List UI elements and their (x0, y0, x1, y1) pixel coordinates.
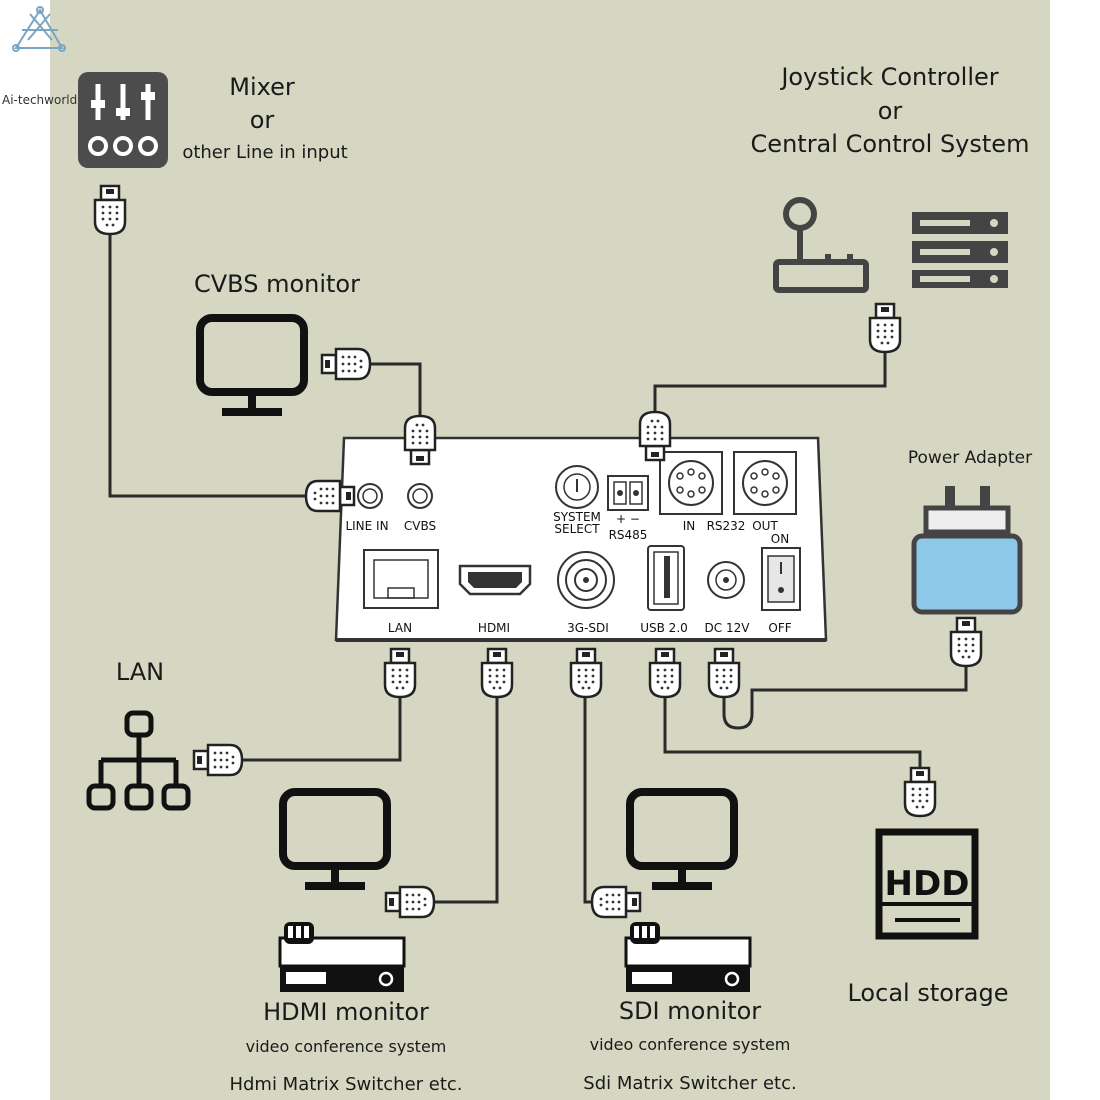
hdd-text: HDD (885, 864, 970, 904)
power-off-label: OFF (768, 621, 791, 635)
hdmi-monitor-subtitle: video conference system (246, 1037, 447, 1056)
lan-port (363, 549, 439, 609)
plug-joystick (868, 302, 902, 354)
power-on-label: ON (771, 532, 789, 546)
system-select-label-1: SYSTEM (553, 510, 601, 524)
hdmi-recorder-icon (278, 920, 406, 994)
plug-mixer (93, 184, 127, 236)
plug-hdd (903, 766, 937, 818)
watermark-logo (12, 6, 66, 52)
network-topology-icon (86, 710, 191, 811)
plug-cvbs-monitor (320, 347, 372, 381)
mixer-or: or (250, 106, 275, 134)
rs485-label: RS485 (609, 528, 648, 542)
line-in-jack (357, 483, 383, 509)
usb-port-label: USB 2.0 (640, 621, 688, 635)
rs232-in-label: IN (683, 519, 696, 533)
usb-port (647, 545, 685, 611)
server-rack-icon (912, 212, 1008, 288)
power-switch (761, 547, 801, 611)
rs232-out-port (733, 451, 797, 515)
lan-title: LAN (116, 658, 164, 686)
dc-port-label: DC 12V (705, 621, 751, 635)
plug-hdmi (480, 647, 514, 699)
cvbs-label: CVBS (404, 519, 436, 533)
hdd-icon (875, 828, 979, 940)
local-storage-title: Local storage (847, 979, 1008, 1007)
sdi-bnc-port (557, 551, 615, 609)
cvbs-jack (407, 483, 433, 509)
hdmi-port (458, 564, 532, 596)
joystick-title: Joystick Controller (779, 63, 998, 91)
watermark-text: Ai-techworld (2, 93, 77, 107)
cvbs-monitor-icon (200, 318, 304, 412)
system-select-label-2: SELECT (554, 522, 600, 536)
sdi-matrix-label: Sdi Matrix Switcher etc. (583, 1073, 796, 1094)
joystick-icon (773, 197, 869, 293)
hdmi-port-label: HDMI (478, 621, 510, 635)
plug-usb (648, 647, 682, 699)
plug-sdi (569, 647, 603, 699)
plug-lan-device (192, 743, 244, 777)
power-adapter-title: Power Adapter (908, 448, 1032, 468)
joystick-or: or (878, 97, 903, 125)
line-in-label: LINE IN (345, 519, 388, 533)
mixer-subtitle: other Line in input (182, 142, 347, 163)
hdmi-matrix-label: Hdmi Matrix Switcher etc. (229, 1074, 462, 1095)
rs232-out-label: OUT (752, 519, 778, 533)
rs485-polarity: + − (616, 512, 640, 526)
sdi-monitor-title: SDI monitor (619, 997, 761, 1025)
plug-hdmi-monitor (384, 885, 436, 919)
plug-lan (383, 647, 417, 699)
rs232-label: RS232 (707, 519, 746, 533)
sdi-port-label: 3G-SDI (567, 621, 609, 635)
lan-port-label: LAN (388, 621, 412, 635)
rs485-terminal (607, 475, 649, 511)
plug-dc (707, 647, 741, 699)
system-select-dial (555, 465, 599, 509)
power-adapter-icon (911, 486, 1023, 615)
mixer-icon (78, 72, 168, 168)
dc-power-jack (707, 561, 745, 599)
plug-power-adapter (949, 616, 983, 668)
rs232-in-port (659, 451, 723, 515)
sdi-monitor-subtitle: video conference system (590, 1035, 791, 1054)
sdi-recorder-icon (624, 920, 752, 994)
hdmi-monitor-title: HDMI monitor (263, 998, 429, 1026)
sdi-monitor-icon (630, 792, 734, 886)
cvbs-monitor-title: CVBS monitor (194, 270, 360, 298)
plug-sdi-monitor (590, 885, 642, 919)
hdmi-monitor-icon (283, 792, 387, 886)
central-control-title: Central Control System (751, 130, 1030, 158)
mixer-title: Mixer (229, 73, 295, 101)
